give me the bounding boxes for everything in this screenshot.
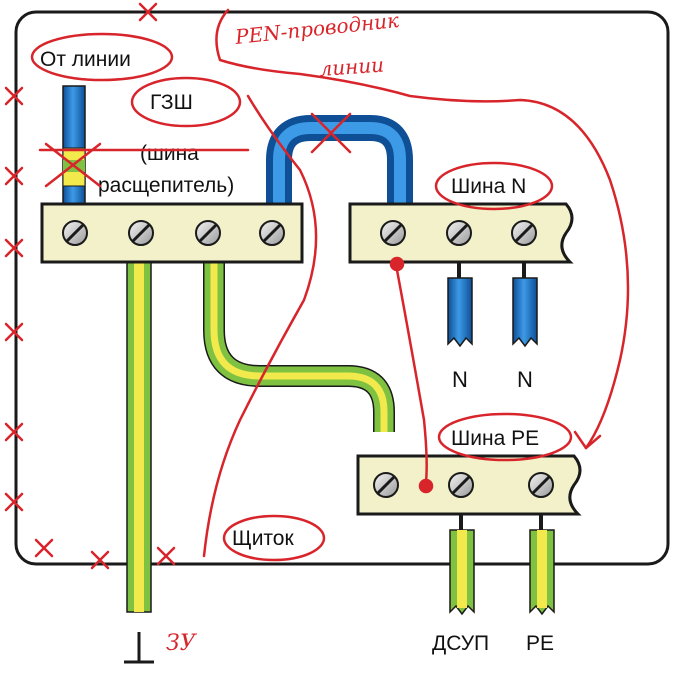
label-dsup: ДСУП: [432, 632, 489, 655]
annotation-pen-line-2: линии: [319, 53, 385, 81]
label-bus-pe: Шина PE: [451, 427, 539, 450]
screw-icon: [62, 220, 88, 246]
circle-gzsh: [130, 76, 242, 128]
n-bus-bar: [348, 202, 574, 264]
circle-bus-n: [434, 161, 554, 211]
pe-link-wire: [203, 262, 395, 432]
screw-icon: [446, 220, 472, 246]
label-pe-output: PE: [526, 632, 554, 655]
label-gzsh: ГЗШ: [150, 91, 193, 114]
red-annotations: [4, 2, 630, 570]
screw-icon: [380, 220, 406, 246]
label-splitter-line-1: (шина: [140, 142, 199, 165]
screw-icon: [373, 472, 399, 498]
x-mark-icon: [90, 550, 110, 570]
circle-panel: [222, 514, 326, 562]
screw-icon: [511, 220, 537, 246]
circle-bus-pe: [437, 412, 573, 462]
screw-icon: [448, 472, 474, 498]
x-mark-icon: [4, 492, 24, 512]
annotation-ground-mark: ЗУ: [166, 631, 198, 656]
screw-icon: [195, 220, 221, 246]
pe-output-wires: [449, 514, 555, 616]
pen-route-line: [215, 8, 630, 450]
incoming-pen-cable: [62, 85, 86, 207]
x-mark-icon: [4, 422, 24, 442]
label-n-left: N: [452, 367, 468, 392]
label-splitter-line-2: расщепитель): [98, 174, 234, 197]
x-mark-icon: [34, 538, 54, 558]
screw-icon: [528, 472, 554, 498]
ground-wire: [126, 259, 152, 613]
label-panel: Щиток: [232, 527, 294, 550]
circle-from-line: [30, 32, 174, 82]
n-output-wires: [447, 262, 538, 348]
screw-icon: [259, 220, 285, 246]
gzsh-bus-bar: [40, 202, 304, 264]
label-from-line: От линии: [40, 48, 131, 71]
x-mark-icon: [4, 166, 24, 186]
pe-bus-bar: [356, 454, 582, 516]
x-mark-icon: [4, 238, 24, 258]
screw-icon: [128, 220, 154, 246]
x-mark-icon: [4, 86, 24, 106]
x-mark-icon: [4, 322, 24, 342]
ground-icon: [124, 632, 154, 664]
label-n-right: N: [517, 367, 533, 392]
x-mark-icon: [156, 546, 176, 566]
x-mark-icon: [138, 2, 158, 22]
label-bus-n: Шина N: [451, 175, 526, 198]
